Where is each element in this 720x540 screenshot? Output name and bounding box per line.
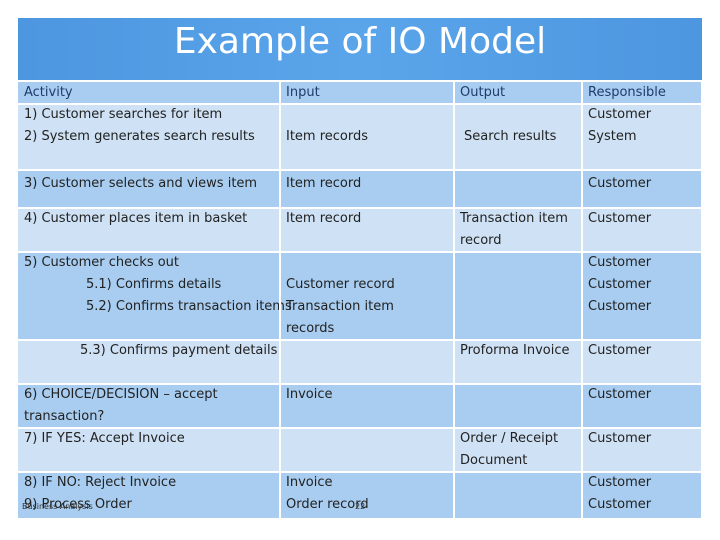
responsible-cell: Customer Customer Customer [582, 252, 701, 340]
activity-5: 5) Customer checks out [24, 255, 180, 270]
responsible-8: Customer [588, 475, 652, 490]
activity-8: 8) IF NO: Reject Invoice [24, 475, 177, 490]
responsible-5: Customer [588, 255, 652, 270]
table-header-row: Activity Input Output Responsible [18, 82, 701, 104]
table-row: 7) IF YES: Accept Invoice Order / Receip… [18, 428, 701, 472]
activity-9: 9) Process Order [24, 497, 132, 512]
output-6 [454, 384, 582, 428]
output-2: Search results [464, 129, 557, 144]
input-2: Item records [286, 129, 369, 144]
activity-3: 3) Customer selects and views item [24, 176, 258, 191]
table-row: 5) Customer checks out 5.1) Confirms det… [18, 252, 701, 340]
input-5-2: Transaction item records [286, 299, 394, 336]
output-4: Transaction item record [460, 211, 568, 248]
io-model-table: Activity Input Output Responsible 1) Cus… [18, 82, 701, 518]
footer-course-label: Business Analysis [22, 502, 93, 511]
table-row: 3) Customer selects and views item Item … [18, 170, 701, 208]
input-5-1: Customer record [286, 277, 395, 292]
title-band [18, 18, 702, 80]
responsible-9: Customer [588, 497, 652, 512]
activity-cell: 1) Customer searches for item 2) System … [18, 104, 280, 170]
responsible-1: Customer [588, 107, 652, 122]
input-cell: Invoice Order record [280, 472, 454, 518]
activity-5-2: 5.2) Confirms transaction items [86, 299, 292, 314]
activity-6: 6) CHOICE/DECISION – accept transaction? [24, 387, 218, 424]
activity-2: 2) System generates search results [24, 129, 255, 144]
output-cell [454, 472, 582, 518]
responsible-5-2: Customer [588, 299, 652, 314]
table-row: 8) IF NO: Reject Invoice 9) Process Orde… [18, 472, 701, 518]
output-3 [454, 170, 582, 208]
footer-page-number: 22 [355, 502, 366, 511]
table-row: 5.3) Confirms payment details Proforma I… [18, 340, 701, 384]
activity-5-1: 5.1) Confirms details [86, 277, 222, 292]
responsible-6: Customer [588, 387, 652, 402]
responsible-4: Customer [588, 211, 652, 226]
activity-cell: 5) Customer checks out 5.1) Confirms det… [18, 252, 292, 340]
responsible-3: Customer [588, 176, 652, 191]
input-5-3 [280, 340, 454, 384]
responsible-5-3: Customer [588, 343, 652, 358]
header-input: Input [286, 85, 320, 100]
table-row: 1) Customer searches for item 2) System … [18, 104, 701, 170]
responsible-7: Customer [588, 431, 652, 446]
input-9: Order record [286, 497, 369, 512]
activity-5-3: 5.3) Confirms payment details [80, 343, 278, 358]
output-5-3: Proforma Invoice [460, 343, 570, 358]
output-5 [454, 252, 582, 340]
output-cell: Search results [454, 104, 582, 170]
input-8: Invoice [286, 475, 333, 490]
output-7: Order / Receipt Document [460, 431, 559, 468]
activity-7: 7) IF YES: Accept Invoice [24, 431, 185, 446]
responsible-cell: Customer System [582, 104, 701, 170]
responsible-cell: Customer Customer [582, 472, 701, 518]
activity-1: 1) Customer searches for item [24, 107, 223, 122]
input-6: Invoice [286, 387, 333, 402]
header-activity: Activity [24, 85, 73, 100]
input-4: Item record [286, 211, 362, 226]
activity-cell: 8) IF NO: Reject Invoice 9) Process Orde… [18, 472, 280, 518]
table-row: 6) CHOICE/DECISION – accept transaction?… [18, 384, 701, 428]
activity-4: 4) Customer places item in basket [24, 211, 248, 226]
table-row: 4) Customer places item in basket Item r… [18, 208, 701, 252]
header-responsible: Responsible [588, 85, 666, 100]
input-7 [280, 428, 454, 472]
input-3: Item record [286, 176, 362, 191]
responsible-2: System [588, 129, 637, 144]
slide-title: Example of IO Model [173, 21, 547, 62]
input-cell: Customer record Transaction item records [280, 252, 454, 340]
input-cell: Item records [280, 104, 454, 170]
responsible-5-1: Customer [588, 277, 652, 292]
header-output: Output [460, 85, 506, 100]
